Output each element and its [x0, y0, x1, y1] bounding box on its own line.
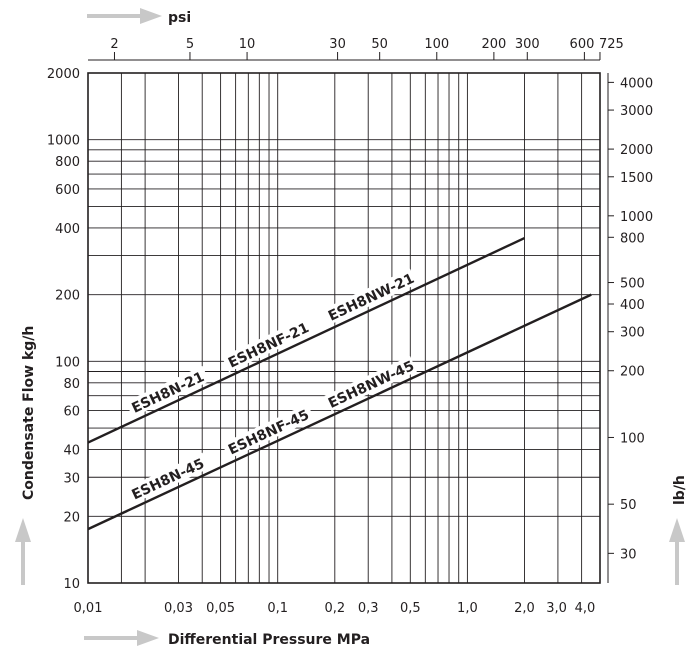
x-tick-label: 0,01 [74, 601, 103, 616]
lbh-arrow-icon [669, 518, 685, 585]
x-tick-label: 0,03 [164, 601, 193, 616]
y-tick-label: 400 [55, 222, 80, 237]
y-tick-label: 40 [63, 444, 80, 459]
lbh-tick-label: 400 [620, 298, 645, 313]
x-tick-label: 4,0 [575, 601, 596, 616]
psi-tick-label: 10 [239, 37, 256, 52]
lbh-tick-label: 1000 [620, 210, 653, 225]
lbh-tick-label: 300 [620, 326, 645, 341]
lbh-tick-label: 1500 [620, 171, 653, 186]
lbh-tick-label: 800 [620, 231, 645, 246]
series-line-upper [87, 236, 526, 444]
series-labels: ESH8N-21ESH8NF-21ESH8NW-21ESH8N-45ESH8NF… [125, 268, 418, 504]
series-label: ESH8NW-21 [326, 271, 417, 325]
psi-tick-label: 300 [515, 37, 540, 52]
x-tick-label: 0,05 [206, 601, 235, 616]
y-tick-label: 100 [55, 355, 80, 370]
x-tick-label: 0,3 [358, 601, 379, 616]
label-background [324, 355, 418, 412]
y-tick-label: 200 [55, 289, 80, 304]
label-background [125, 365, 210, 418]
series-group [87, 236, 592, 531]
y-tick-label: 80 [63, 377, 80, 392]
x-tick-label: 0,2 [324, 601, 345, 616]
y-tick-label: 20 [63, 510, 80, 525]
series-line-lower [87, 293, 592, 531]
lbh-tick-label: 50 [620, 498, 637, 513]
psi-tick-label: 725 [599, 37, 624, 52]
psi-tick-label: 5 [186, 37, 194, 52]
y2-axis-title: lb/h [672, 475, 688, 505]
lbh-tick-label: 30 [620, 547, 637, 562]
label-background [125, 452, 210, 504]
y-tick-label: 600 [55, 183, 80, 198]
y-axis-title: Condensate Flow kg/h [21, 326, 37, 500]
flow-arrow-icon [15, 518, 31, 585]
plot-frame [87, 72, 601, 584]
psi-tick-label: 600 [570, 37, 595, 52]
psi-tick-label: 200 [481, 37, 506, 52]
psi-axis-title: psi [168, 10, 191, 26]
lbh-tick-label: 2000 [620, 143, 653, 158]
axes: 0,01 0,03 0,05 0,1 0,2 0,3 0,5 1,0 2,0 3,0 4,0 10 20… [47, 37, 653, 616]
lbh-tick-label: 500 [620, 277, 645, 292]
x-axis-title: Differential Pressure MPa [168, 632, 370, 648]
series-label-group: ESH8NW-21 [324, 268, 418, 325]
y-tick-label: 1000 [47, 134, 80, 149]
y-tick-label: 800 [55, 155, 80, 170]
x-tick-label: 0,1 [267, 601, 288, 616]
x-tick-label: 0,5 [400, 601, 421, 616]
lbh-tick-label: 3000 [620, 104, 653, 119]
lbh-tick-label: 200 [620, 365, 645, 380]
psi-tick-label: 100 [424, 37, 449, 52]
x-tick-label: 2,0 [514, 601, 535, 616]
y-tick-label: 10 [63, 577, 80, 592]
label-background [324, 268, 418, 325]
y-tick-label: 2000 [47, 67, 80, 82]
x-tick-label: 1,0 [457, 601, 478, 616]
lbh-tick-label: 100 [620, 431, 645, 446]
psi-arrow-icon [87, 8, 162, 24]
x-tick-label: 3,0 [546, 601, 567, 616]
psi-tick-label: 30 [329, 37, 346, 52]
label-background [221, 403, 315, 460]
grid [88, 73, 600, 583]
mpa-arrow-icon [84, 630, 159, 646]
y-tick-label: 30 [63, 471, 80, 486]
series-label-group: ESH8NW-45 [324, 355, 418, 412]
series-label: ESH8NW-45 [326, 358, 417, 412]
psi-tick-label: 2 [110, 37, 118, 52]
label-background [221, 316, 315, 373]
y-tick-label: 60 [63, 405, 80, 420]
lbh-tick-label: 4000 [620, 76, 653, 91]
psi-tick-label: 50 [371, 37, 388, 52]
